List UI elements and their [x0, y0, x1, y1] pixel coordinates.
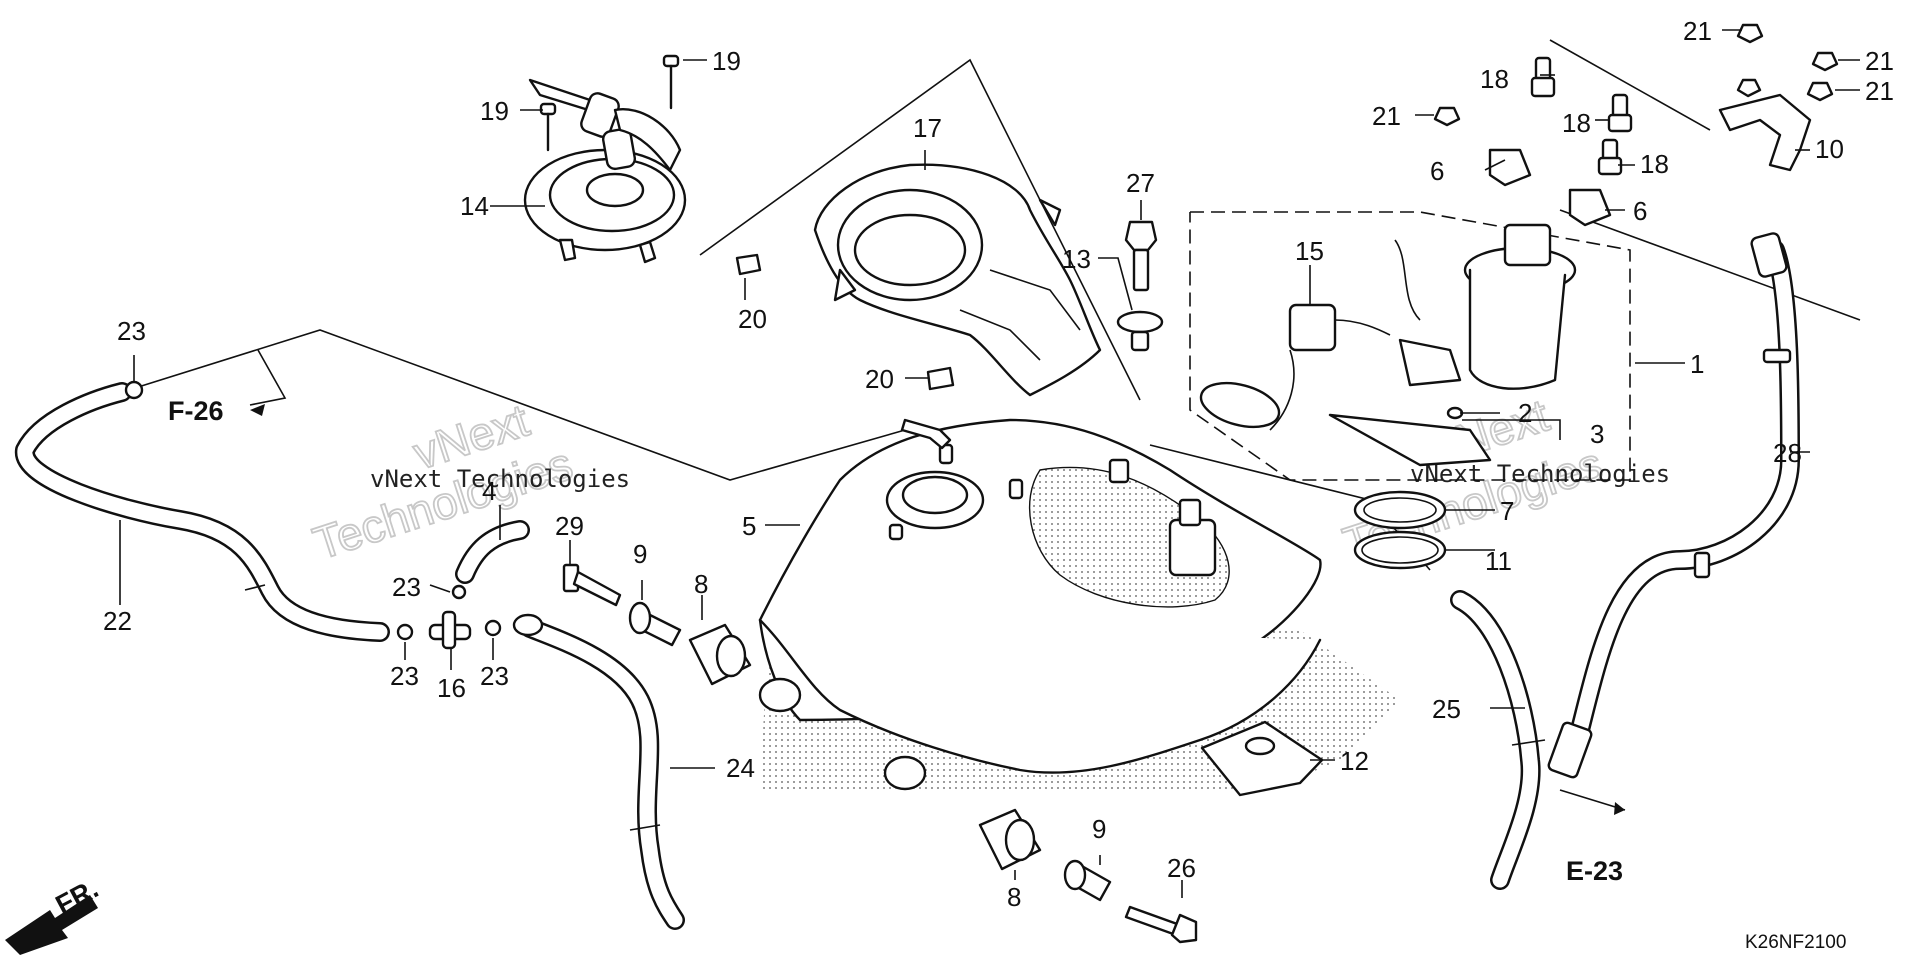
bolt-29	[562, 563, 622, 607]
ref-e23: E-23	[1559, 789, 1626, 886]
fuel-cap-14	[523, 78, 687, 264]
callout-26: 26	[1167, 853, 1196, 883]
hose-22	[15, 382, 390, 642]
callout-17: 17	[913, 113, 942, 143]
callout-11: 11	[1485, 546, 1512, 576]
clip-20-mid	[926, 366, 955, 391]
callout-18b: 18	[1562, 108, 1591, 138]
callout-14: 14	[460, 191, 489, 221]
callout-29: 29	[555, 511, 584, 541]
callout-23b: 23	[392, 572, 421, 602]
callout-8b: 8	[1007, 882, 1021, 912]
hose-24	[512, 613, 685, 930]
stud-18-b	[1607, 93, 1633, 133]
rubber-8-bottom	[978, 808, 1042, 871]
svg-text:vNext Technologies: vNext Technologies	[370, 465, 630, 493]
callout-10: 10	[1815, 134, 1844, 164]
screw-19-left	[539, 102, 557, 152]
bracket-10	[1718, 78, 1812, 172]
svg-text:vNext Technologies: vNext Technologies	[1410, 460, 1670, 488]
callout-2: 2	[1518, 398, 1532, 428]
joint-16	[396, 584, 502, 650]
callout-8a: 8	[694, 569, 708, 599]
collar-9-bottom	[1063, 859, 1112, 902]
stud-18-a	[1530, 56, 1556, 98]
stud-18-c	[1597, 138, 1623, 176]
callout-16: 16	[437, 673, 466, 703]
hose-25	[1450, 590, 1546, 890]
callout-6b: 6	[1633, 196, 1647, 226]
callout-20b: 20	[865, 364, 894, 394]
callout-21c: 21	[1865, 76, 1894, 106]
callout-4: 4	[482, 476, 496, 506]
rubber-pad-12	[1200, 720, 1324, 797]
pump-assembly-box	[1189, 211, 1631, 481]
fuel-tank-5	[758, 418, 1400, 791]
sender-15	[1199, 239, 1421, 431]
callout-21b: 21	[1865, 46, 1894, 76]
connector-6-b	[1568, 188, 1612, 227]
callout-23a: 23	[117, 316, 146, 346]
callout-19b: 19	[480, 96, 509, 126]
callout-24: 24	[726, 753, 755, 783]
watermark-left: vNext Technologies vNext Technologies	[306, 393, 630, 571]
nut-21-c	[1806, 81, 1834, 102]
callout-13: 13	[1062, 244, 1091, 274]
callout-7: 7	[1500, 496, 1514, 526]
ref-f26: F-26	[168, 396, 265, 426]
callout-25: 25	[1432, 694, 1461, 724]
callout-28: 28	[1773, 438, 1802, 468]
bolt-26	[1124, 905, 1198, 944]
callout-23c: 23	[390, 661, 419, 691]
hose-4	[455, 520, 530, 584]
callout-21a: 21	[1683, 16, 1712, 46]
clip-20-top	[735, 253, 762, 276]
screw-19-top	[662, 54, 680, 110]
svg-text:FR.: FR.	[51, 873, 103, 920]
connector-6-a	[1488, 148, 1532, 187]
callout-6a: 6	[1430, 156, 1444, 186]
callout-21d: 21	[1372, 101, 1401, 131]
callout-9a: 9	[633, 539, 647, 569]
svg-text:F-26: F-26	[168, 396, 224, 426]
callout-15: 15	[1295, 236, 1324, 266]
rubber-8-left	[688, 623, 752, 686]
nut-21-b	[1811, 51, 1839, 72]
bolt-27	[1124, 220, 1158, 292]
callout-3: 3	[1590, 419, 1604, 449]
nut-21-a	[1736, 23, 1764, 44]
svg-text:E-23: E-23	[1566, 856, 1623, 886]
callouts: 1 2 3 4 5 6 6 7 8 8 9 9 10 11 12 13 14 1…	[103, 16, 1894, 912]
callout-18c: 18	[1640, 149, 1669, 179]
leader-lines	[119, 29, 1860, 898]
fuel-pump-1	[1398, 223, 1577, 390]
callout-12: 12	[1340, 746, 1369, 776]
collar-9-left	[628, 601, 682, 647]
nut-21-d	[1433, 106, 1461, 127]
callout-18a: 18	[1480, 64, 1509, 94]
diagram-code: K26NF2100	[1745, 932, 1846, 953]
callout-1: 1	[1690, 349, 1704, 379]
callout-19a: 19	[712, 46, 741, 76]
gasket-11	[1353, 530, 1447, 570]
callout-23d: 23	[480, 661, 509, 691]
callout-27: 27	[1126, 168, 1155, 198]
washer-13	[1116, 310, 1164, 352]
cover-17	[813, 163, 1102, 397]
callout-9b: 9	[1092, 814, 1106, 844]
clamp-23-top	[124, 380, 144, 400]
callout-22: 22	[103, 606, 132, 636]
front-arrow: FR.	[5, 873, 103, 955]
hose-28	[1547, 232, 1800, 779]
callout-5: 5	[742, 511, 756, 541]
callout-20a: 20	[738, 304, 767, 334]
filter-2-3	[1328, 406, 1492, 467]
gasket-7	[1353, 490, 1447, 530]
